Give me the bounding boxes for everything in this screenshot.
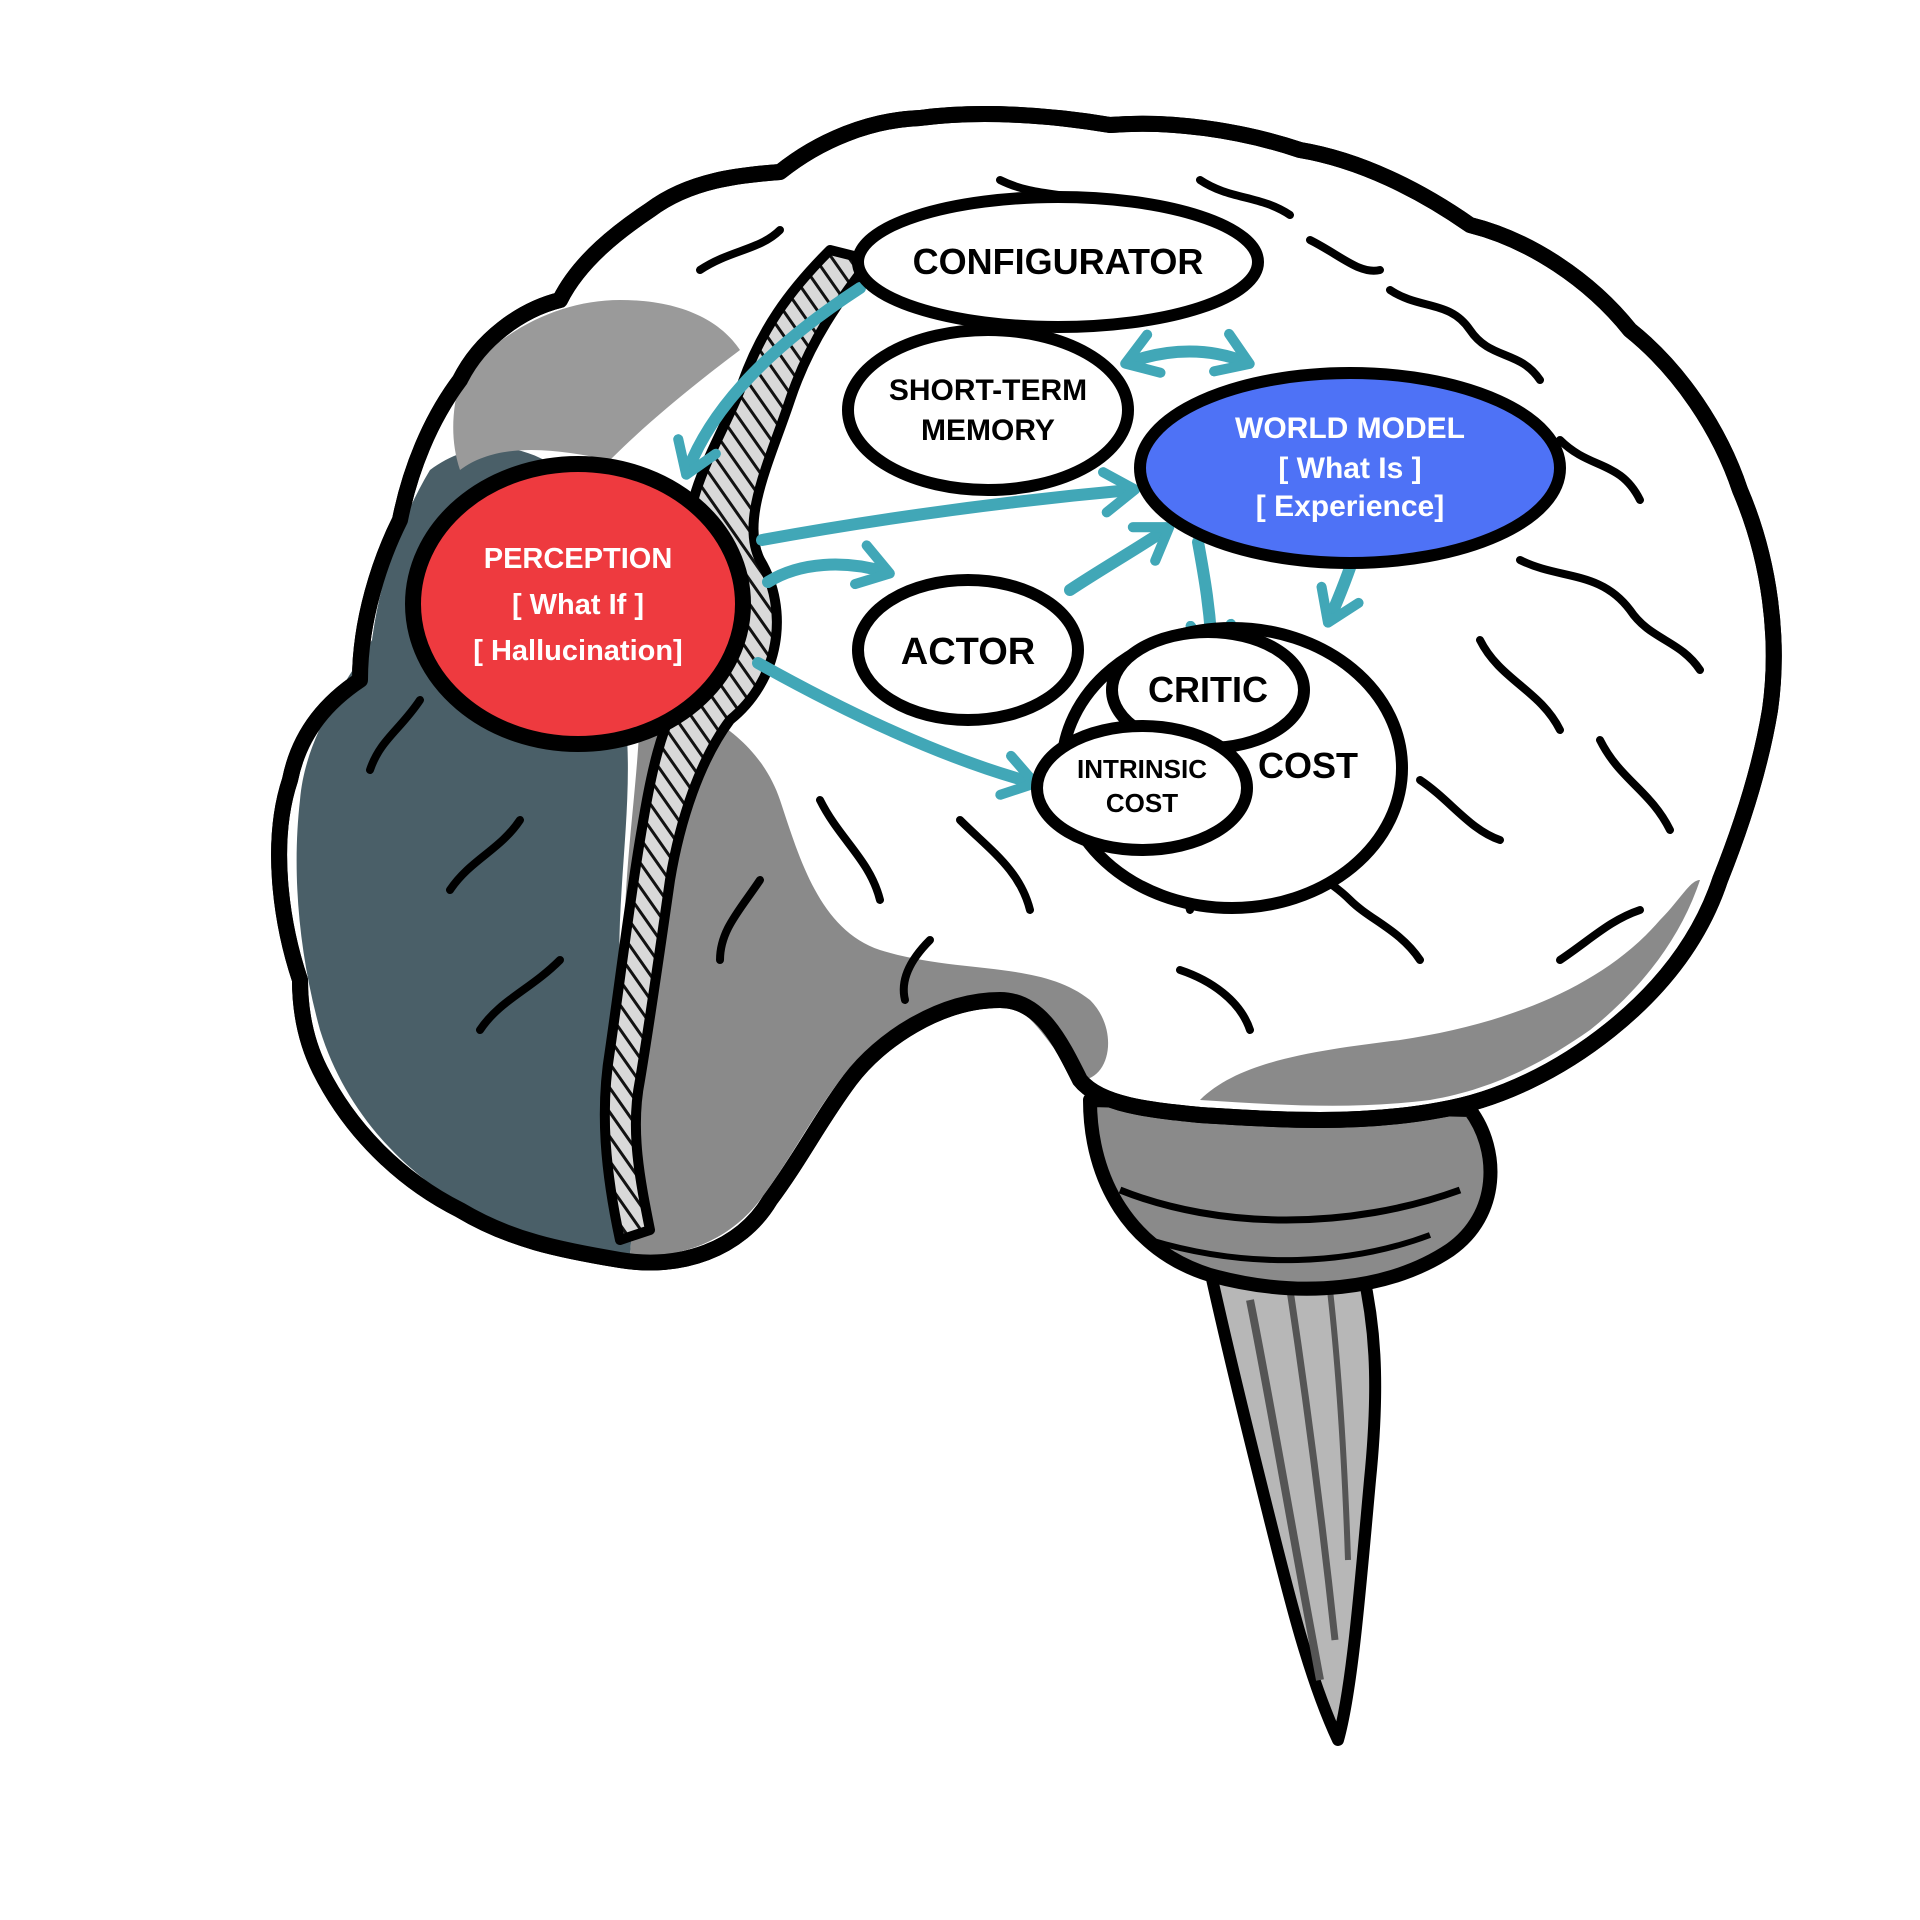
- arrow-perception-to-world-model: [756, 467, 1141, 546]
- perception-node: PERCEPTION [ What If ] [ Hallucination]: [405, 456, 751, 752]
- critic-label: CRITIC: [1148, 669, 1268, 710]
- gyri-lines: [366, 176, 1704, 1034]
- brainstem: [1204, 1254, 1382, 1746]
- short-term-memory-node: SHORT-TERM MEMORY: [842, 324, 1134, 496]
- world-model-label-line2: [ What Is ]: [1278, 452, 1421, 485]
- configurator-label: CONFIGURATOR: [913, 241, 1204, 282]
- actor-node: ACTOR: [852, 574, 1084, 726]
- arrow-configurator-to-perception: [673, 282, 866, 480]
- short-term-memory-label-line2: MEMORY: [921, 414, 1055, 447]
- intrinsic-cost-label-line1: INTRINSIC: [1077, 754, 1207, 784]
- arrow-perception-to-intrinsic-cost: [752, 657, 1040, 800]
- intrinsic-cost-node: INTRINSIC COST: [1031, 720, 1253, 856]
- world-model-label-line1: WORLD MODEL: [1235, 412, 1465, 445]
- arrow-memory-world-model: [1120, 328, 1255, 378]
- perception-label-line3: [ Hallucination]: [473, 635, 682, 667]
- top-left-shade: [453, 300, 740, 470]
- cost-label: COST: [1258, 745, 1358, 786]
- perception-label-line1: PERCEPTION: [484, 543, 673, 575]
- configurator-node: CONFIGURATOR: [852, 191, 1264, 333]
- perception-label-line2: [ What If ]: [512, 589, 644, 621]
- right-shade: [1200, 880, 1700, 1106]
- lower-shade: [624, 700, 1109, 1256]
- actor-label: ACTOR: [901, 631, 1035, 673]
- arrow-actor-to-world-model: [1064, 522, 1175, 596]
- arrow-perception-to-actor: [762, 540, 895, 590]
- world-model-label-line3: [ Experience]: [1256, 490, 1444, 523]
- world-model-node: WORLD MODEL [ What Is ] [ Experience]: [1134, 367, 1566, 569]
- intrinsic-cost-label-line2: COST: [1106, 788, 1178, 818]
- cerebellum: [1083, 1093, 1498, 1296]
- short-term-memory-label-line1: SHORT-TERM: [889, 374, 1087, 407]
